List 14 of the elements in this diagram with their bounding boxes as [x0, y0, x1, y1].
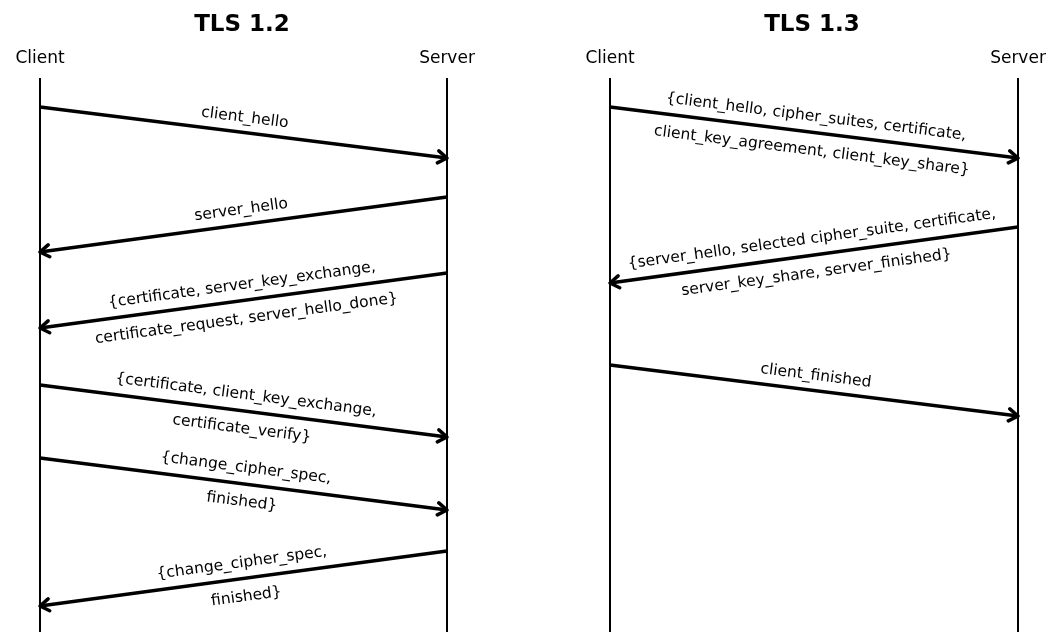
message-arrow: [38, 195, 448, 259]
edge-label: server_hello: [192, 192, 291, 226]
message-arrow: [39, 105, 449, 165]
edge-label: client_hello: [199, 101, 292, 133]
section-heading: TLS 1.2: [193, 10, 291, 36]
message-arrow: [609, 105, 1020, 165]
message-arrow: [39, 456, 449, 517]
message-arrow: [38, 549, 448, 613]
message-arrow: [38, 271, 448, 335]
message-arrow: [608, 225, 1019, 290]
message-arrow: [39, 383, 449, 444]
message-arrow: [609, 363, 1020, 423]
section-heading: TLS 1.3: [763, 10, 861, 36]
edge-label: client_finished: [758, 357, 874, 393]
